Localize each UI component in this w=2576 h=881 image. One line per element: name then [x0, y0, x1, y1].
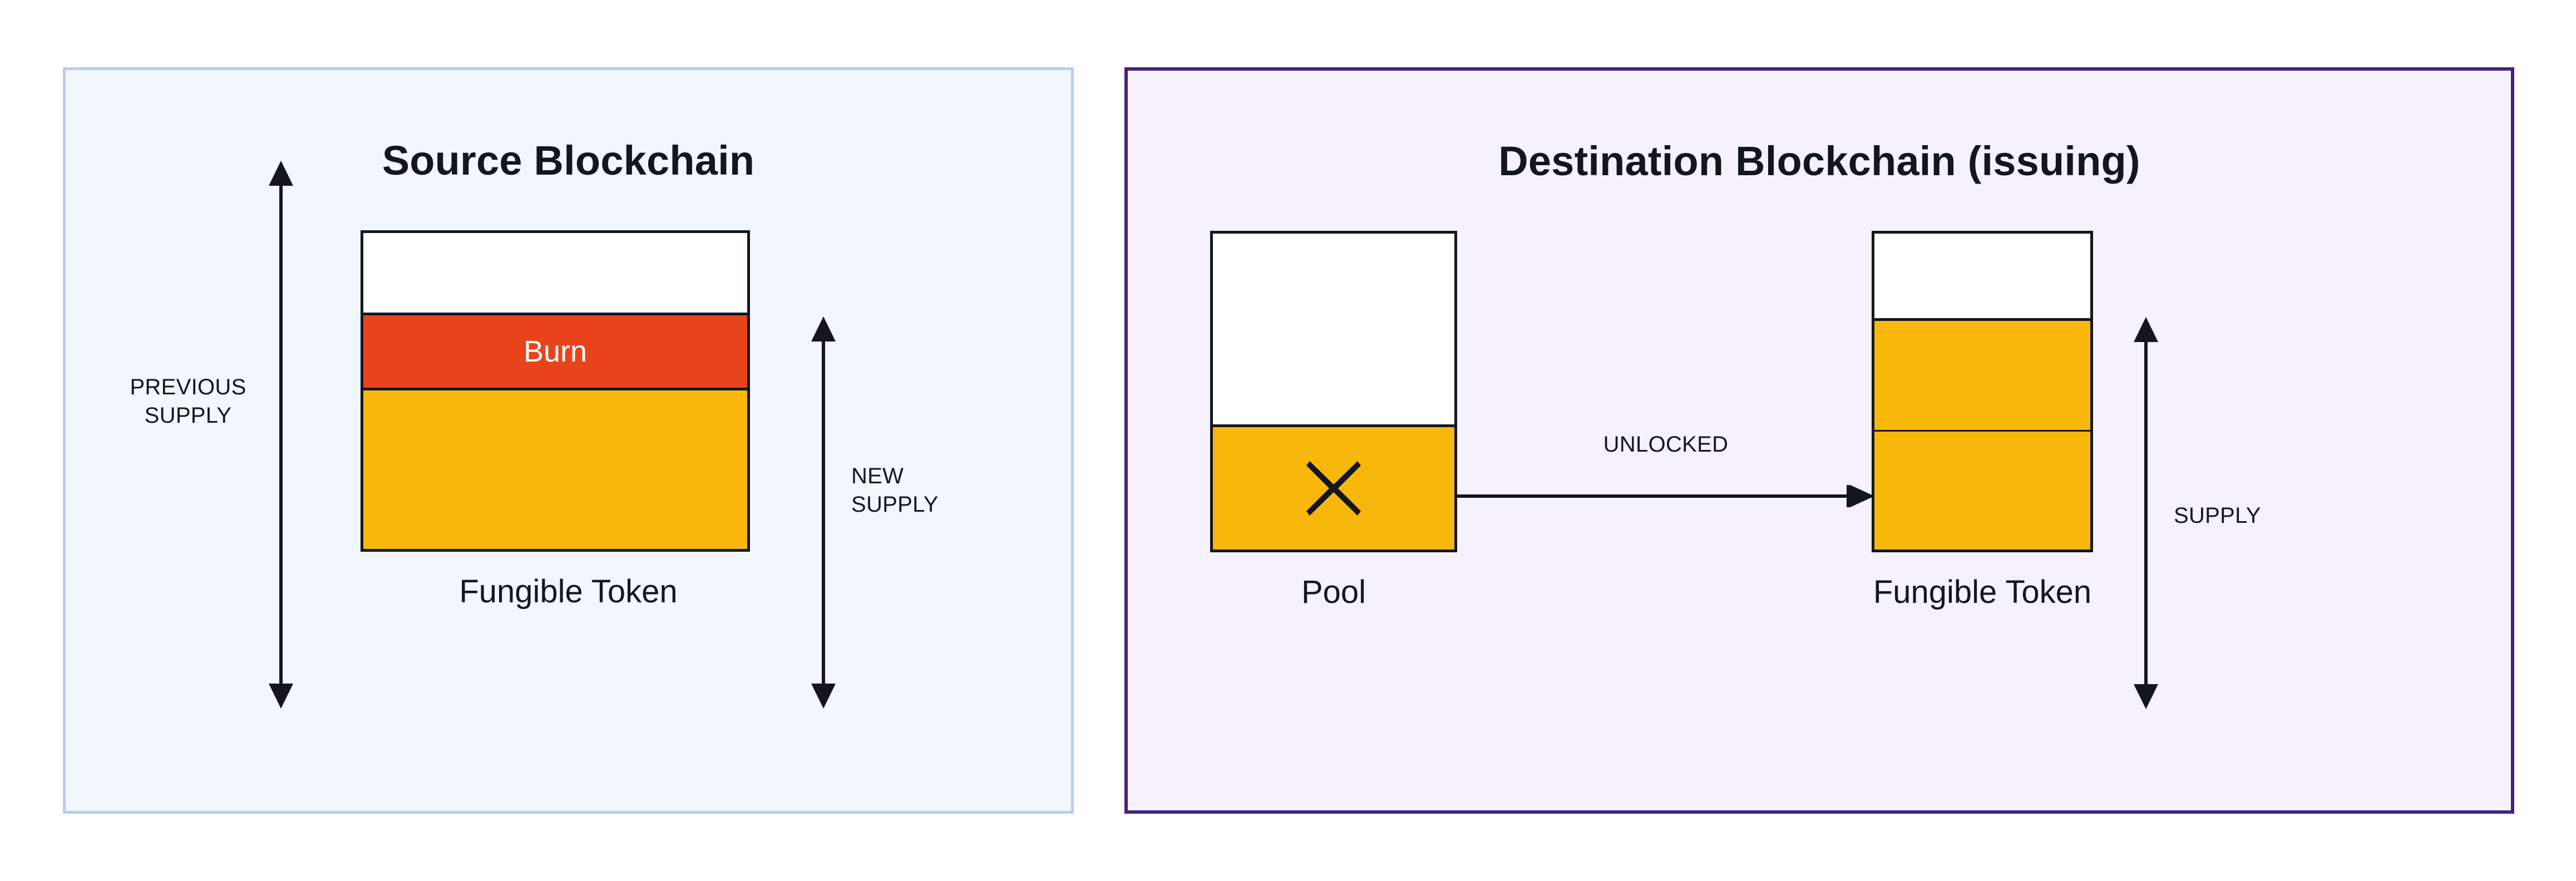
source-blockchain-panel: Source Blockchain PREVIOUS SUPPLY NEW SU…: [63, 67, 1074, 814]
pool-segment-locked: [1213, 424, 1454, 550]
source-stack-segment-remaining: [363, 388, 747, 549]
unlocked-flow-label: UNLOCKED: [1603, 432, 1729, 457]
destination-token-stack: [1872, 231, 2093, 552]
destination-blockchain-panel: Destination Blockchain (issuing) Pool UN…: [1124, 67, 2514, 814]
new-supply-label: NEW SUPPLY: [851, 464, 939, 517]
previous-supply-label: PREVIOUS SUPPLY: [130, 375, 246, 428]
source-panel-title: Source Blockchain: [382, 137, 755, 184]
source-stack-segment-burn: Burn: [363, 313, 747, 388]
destination-panel-title: Destination Blockchain (issuing): [1498, 138, 2140, 184]
pool-segment-empty: [1213, 234, 1454, 424]
destination-stack-segment-unlocked: [1874, 430, 2090, 550]
previous-supply-measure-arrow: [264, 161, 298, 709]
new-supply-measure-arrow: [807, 316, 840, 709]
destination-stack-segment-existing: [1874, 318, 2090, 430]
source-stack-segment-headroom: [363, 233, 747, 313]
burn-segment-label: Burn: [523, 335, 588, 368]
destination-stack-segment-headroom: [1874, 234, 2090, 318]
x-mark-icon: [1303, 458, 1364, 519]
source-token-stack: Burn: [361, 230, 750, 552]
source-token-stack-caption: Fungible Token: [459, 573, 678, 610]
pool-stack: [1210, 231, 1457, 552]
pool-caption: Pool: [1301, 574, 1366, 610]
unlocked-flow-arrow: [1457, 485, 1874, 507]
destination-token-stack-caption: Fungible Token: [1873, 574, 2092, 610]
supply-label: SUPPLY: [2174, 503, 2261, 528]
supply-measure-arrow: [2129, 317, 2163, 709]
